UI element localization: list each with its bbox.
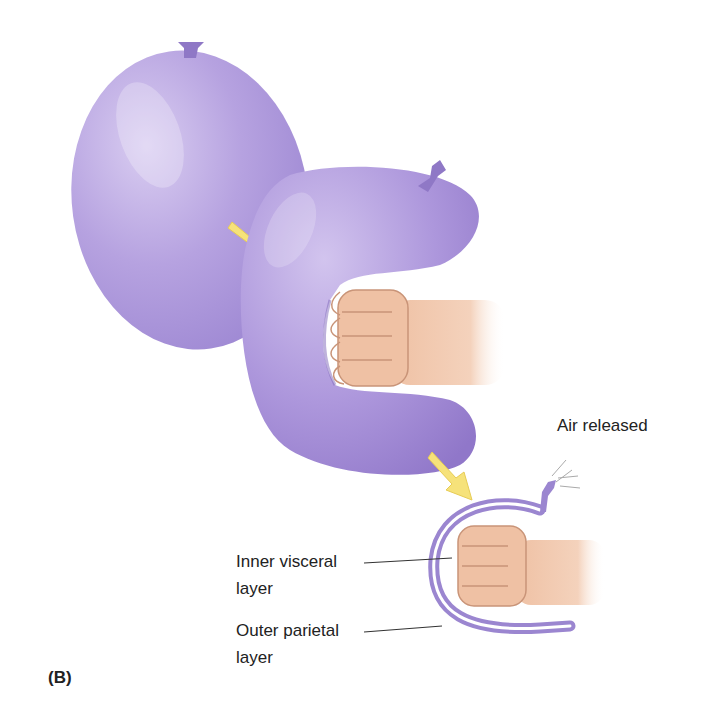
panel-letter: (B) xyxy=(48,664,108,691)
deflated-balloon xyxy=(434,460,605,629)
indented-balloon xyxy=(241,160,505,475)
leader-line xyxy=(364,558,452,563)
arrow xyxy=(428,452,472,500)
callout-label: Air released xyxy=(557,412,697,439)
layer-label: Inner visceral layer xyxy=(236,548,358,602)
layer-label: Outer parietal layer xyxy=(236,617,358,671)
leader-line xyxy=(364,626,442,632)
